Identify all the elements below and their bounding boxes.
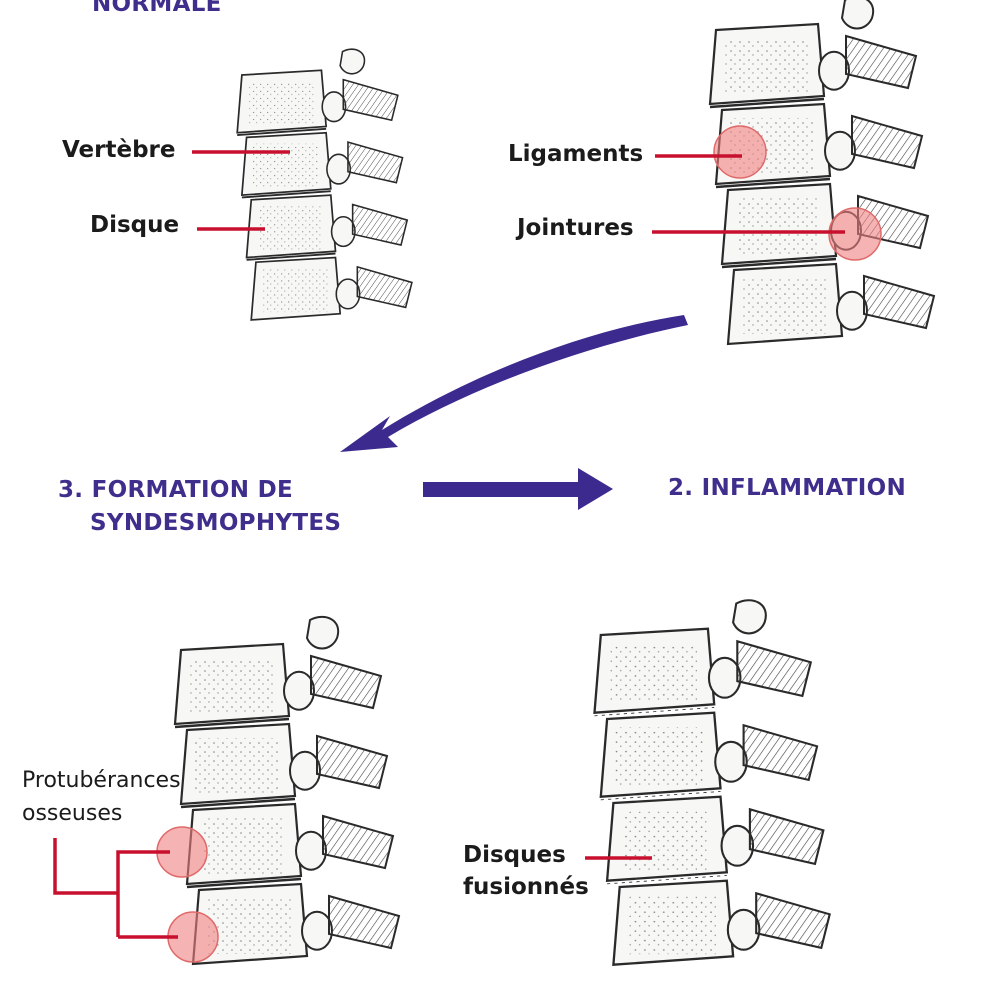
articular-process bbox=[305, 615, 340, 650]
spine-inflammation-illustration bbox=[708, 0, 936, 346]
ligaments-highlight bbox=[713, 125, 767, 179]
vertebra bbox=[179, 722, 389, 809]
stage-title-normal: NORMALE bbox=[92, 0, 222, 17]
vertebra bbox=[250, 256, 413, 321]
articular-process bbox=[840, 0, 875, 30]
vertebra bbox=[191, 882, 401, 966]
vertebra bbox=[240, 131, 404, 199]
vertebra bbox=[185, 802, 395, 889]
stage-title-formation-line2: SYNDESMOPHYTES bbox=[90, 510, 342, 536]
stage-title-formation-line1: 3. FORMATION DE bbox=[58, 477, 293, 503]
vertebra bbox=[720, 182, 930, 269]
label-vertebre: Vertèbre bbox=[62, 137, 176, 163]
label-ligaments: Ligaments bbox=[508, 141, 644, 167]
leader-lines bbox=[53, 150, 845, 939]
vertebra bbox=[708, 22, 918, 109]
vertebra bbox=[593, 627, 813, 717]
jointures-highlight bbox=[828, 207, 882, 261]
vertebra bbox=[612, 879, 831, 966]
vertebra bbox=[245, 194, 409, 261]
label-protuberances-line2: osseuses bbox=[22, 801, 123, 826]
label-disques-fusionnes-line1: Disques bbox=[463, 842, 566, 868]
spine-syndesmophytes-illustration bbox=[173, 615, 401, 966]
label-disques-fusionnes-line2: fusionnés bbox=[463, 874, 589, 900]
label-protuberances-line1: Protubérances bbox=[22, 768, 181, 793]
articular-process bbox=[732, 599, 767, 635]
straight-arrow bbox=[423, 468, 613, 510]
vertebra bbox=[599, 711, 819, 801]
curved-arrow bbox=[340, 315, 688, 452]
vertebra bbox=[605, 795, 825, 885]
protuberances-leader bbox=[53, 838, 118, 895]
protuberances-branch-upper bbox=[116, 850, 170, 937]
spine-fused-illustration bbox=[593, 599, 831, 966]
vertebra bbox=[173, 642, 383, 729]
label-jointures: Jointures bbox=[517, 215, 634, 241]
label-disque: Disque bbox=[90, 212, 180, 238]
stage-title-inflammation: 2. INFLAMMATION bbox=[668, 475, 907, 501]
articular-process bbox=[339, 48, 366, 75]
spine-normal-illustration bbox=[236, 48, 413, 321]
vertebra bbox=[236, 69, 399, 136]
vertebra bbox=[726, 262, 936, 346]
